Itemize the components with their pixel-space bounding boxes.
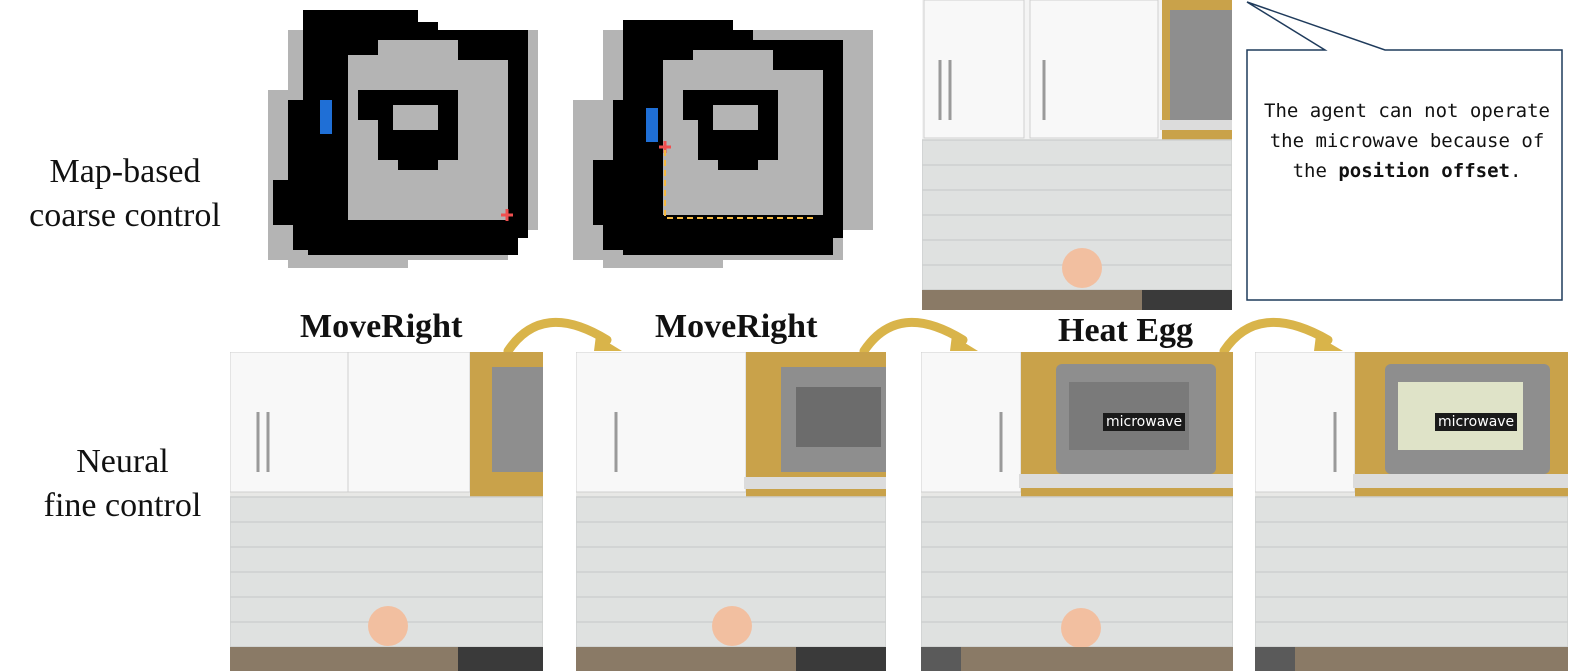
map-outer-wall [593, 20, 843, 255]
callout-text: The agent can not operate the microwave … [1248, 96, 1566, 186]
transition-arrow-3 [1219, 317, 1343, 356]
microwave-tag-2: microwave [1435, 413, 1518, 431]
coarse-label-line2: coarse control [29, 197, 221, 234]
callout-text-end: . [1509, 160, 1522, 182]
action-label-3: Heat Egg [1058, 312, 1194, 349]
microwave-tag-1: microwave [1103, 413, 1186, 431]
agent-marker [320, 100, 332, 134]
coarse-label-line1: Map-based [49, 153, 201, 190]
map-inner-wall [683, 90, 778, 170]
occupancy-map-planned [573, 20, 873, 268]
egg [1061, 608, 1101, 648]
egg [368, 606, 408, 646]
transition-arrow-2 [859, 317, 978, 356]
occupancy-map-start [268, 10, 538, 268]
action-label-1: MoveRight [300, 308, 463, 345]
fine-label-line1: Neural [76, 443, 169, 480]
microwave [1170, 10, 1232, 120]
fine-label-line2: fine control [43, 487, 202, 524]
map-inner-wall [358, 90, 458, 170]
callout-text-bold: position offset [1338, 160, 1510, 182]
callout-bubble [1246, 1, 1563, 301]
coarse-control-scene [922, 0, 1232, 310]
fine-control-scene-4 [1255, 352, 1568, 671]
egg [712, 606, 752, 646]
action-label-2: MoveRight [655, 308, 818, 345]
fine-control-scene-3 [921, 352, 1233, 671]
target-marker [501, 209, 513, 221]
fine-control-label: Neural fine control [0, 440, 245, 528]
agent-marker [646, 108, 658, 142]
fine-control-scene-2 [576, 352, 886, 671]
coarse-control-label: Map-based coarse control [0, 150, 250, 238]
map-outer-wall [273, 10, 528, 255]
callout-text-main: The agent can not operate the microwave … [1264, 100, 1550, 182]
fine-control-scene-1 [230, 352, 543, 671]
microwave [492, 367, 543, 472]
egg [1062, 248, 1102, 288]
transition-arrow-1 [503, 317, 622, 356]
planned-path [664, 150, 813, 219]
